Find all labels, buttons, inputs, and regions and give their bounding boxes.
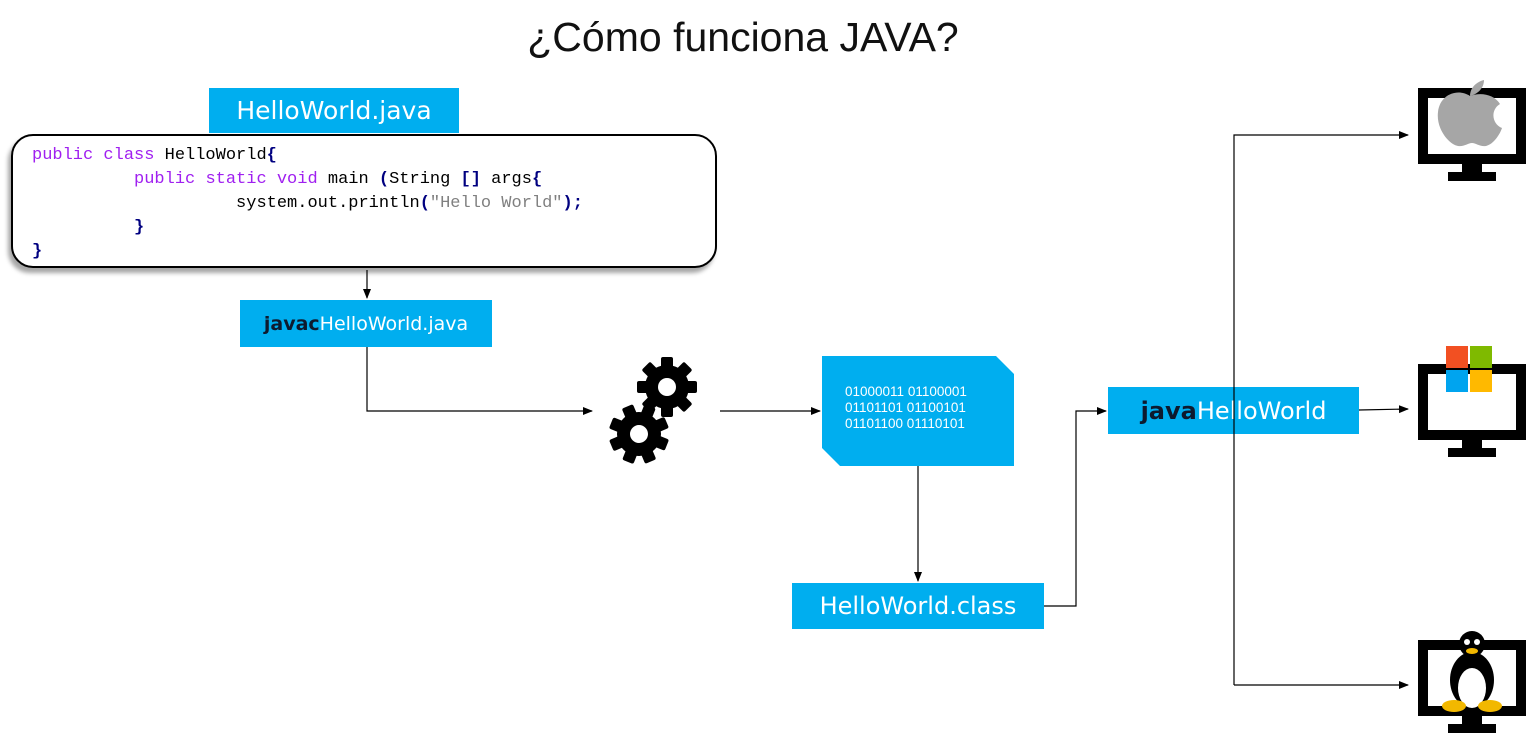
bytecode-line: 01101100 01110101 xyxy=(845,416,965,431)
connector-lines xyxy=(363,131,1409,689)
code-paren: ( xyxy=(419,194,430,213)
bytecode-line: 01101101 01100101 xyxy=(845,400,966,415)
windows-monitor-icon xyxy=(1418,346,1526,457)
code-keyword: public static void xyxy=(134,170,318,189)
apple-monitor-icon xyxy=(1418,80,1526,181)
page-title: ¿Cómo funciona JAVA? xyxy=(527,14,959,60)
code-class-name: HelloWorld xyxy=(154,146,267,165)
code-type: String xyxy=(389,170,461,189)
code-paren: ( xyxy=(378,170,390,189)
code-brace: } xyxy=(32,242,43,261)
compile-command-arg: HelloWorld.java xyxy=(319,312,469,335)
bytecode-lines: 01000011 01100001 01101101 01100101 0110… xyxy=(845,384,967,432)
arrow-to-windows xyxy=(1358,405,1409,414)
compile-command-name: javac xyxy=(263,312,320,335)
code-paren: ); xyxy=(562,194,583,213)
source-code-box: public class HelloWorld{ public static v… xyxy=(11,134,717,268)
arrow-to-mac xyxy=(1233,131,1409,387)
run-command-name: java xyxy=(1140,396,1197,425)
source-file-label-text: HelloWorld.java xyxy=(236,96,432,125)
linux-monitor-icon xyxy=(1418,631,1526,733)
bytecode-file-shape xyxy=(822,356,1014,466)
arrow-javac-to-compiler xyxy=(366,347,593,415)
tux-logo xyxy=(1442,631,1502,712)
code-brace: { xyxy=(266,146,277,165)
code-string: "Hello World" xyxy=(429,194,563,213)
run-command-arg: HelloWorld xyxy=(1196,396,1327,425)
code-method-name: main xyxy=(317,170,379,189)
code-line-1: public class HelloWorld{ xyxy=(32,144,715,168)
code-brace: { xyxy=(531,170,543,189)
code-keyword: public class xyxy=(32,146,155,165)
apple-logo xyxy=(1437,80,1502,147)
code-line-5: } xyxy=(32,240,715,264)
code-args: args xyxy=(480,170,532,189)
code-brace: } xyxy=(134,218,145,237)
source-file-label: HelloWorld.java xyxy=(209,88,459,133)
bytecode-line: 01000011 01100001 xyxy=(845,384,967,399)
arrow-class-to-java xyxy=(1044,407,1107,607)
code-call: system.out.println xyxy=(236,194,420,213)
code-line-2: public static void main (String [] args{ xyxy=(32,168,715,192)
bytecode-file: 01000011 01100001 01101101 01100101 0110… xyxy=(822,356,1014,466)
compile-command-label: javac HelloWorld.java xyxy=(240,300,492,347)
code-array-brackets: [] xyxy=(460,170,481,189)
code-line-3: system.out.println("Hello World"); xyxy=(32,192,715,216)
class-file-label-text: HelloWorld.class xyxy=(819,592,1017,620)
code-line-4: } xyxy=(32,216,715,240)
class-file-label: HelloWorld.class xyxy=(792,583,1044,629)
gears-icon xyxy=(599,357,697,474)
